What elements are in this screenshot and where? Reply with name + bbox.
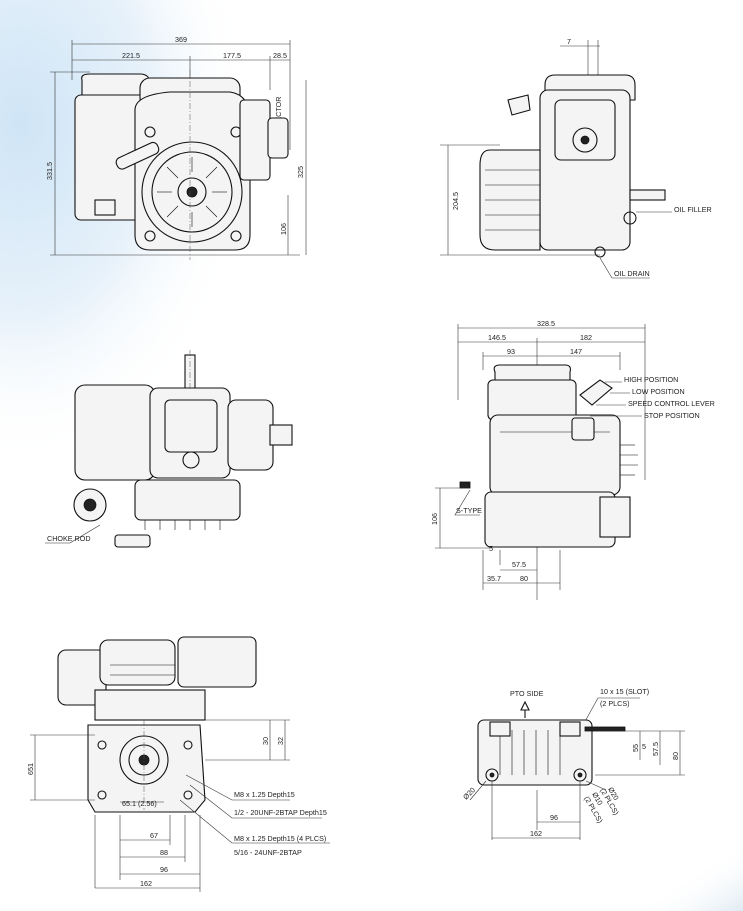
dim-pto-w67: 67 [150,831,158,840]
label-slot: 10 x 15 (SLOT) [600,687,649,696]
label-unf-half: 1/2 - 20UNF-2BTAP Depth15 [234,808,327,817]
dim-base-h55: 55 [631,744,640,752]
label-speed-control-lever: SPEED CONTROL LEVER [628,399,715,408]
label-low-position: LOW POSITION [632,387,685,396]
dim-pto-height-651: 651 [26,763,35,775]
dim-pto-d65: 65.1 (2.56) [122,799,157,808]
dim-side-height: 204.5 [451,192,460,210]
dim-base-d5: 5 [642,742,646,751]
label-slot-plcs: (2 PLCS) [600,699,630,708]
label-oil-filler: OIL FILLER [674,205,712,214]
dim-base-h57-5: 57.5 [651,742,660,756]
front-view: 369 221.5 177.5 28.5 DEFLECTOR 331.5 325… [45,35,307,260]
dim-low-height: 106 [279,223,288,235]
dim-rear-height: 106 [430,513,439,525]
dim-base-h80: 80 [671,752,680,760]
label-s-type: S-TYPE [456,506,482,515]
dim-pto-h30: 30 [261,737,270,745]
dim-rear-left-width: 146.5 [488,333,506,342]
dim-rear-base-80: 80 [520,574,528,583]
dim-mid-width: 177.5 [223,51,241,60]
dim-rear-base-35-7: 35.7 [487,574,501,583]
dim-left-width: 221.5 [122,51,140,60]
dim-mid-height: 325 [296,166,305,178]
side-view: 7 204.5 OIL FILLER OIL DRAIN [440,37,712,279]
dim-overall-width: 369 [175,35,187,44]
dim-rear-shaft-5: 5 [489,544,493,553]
dim-overall-height: 331.5 [45,162,54,180]
dim-deflector-offset: 28.5 [273,51,287,60]
dim-base-phi20-left: Ø20 [461,785,477,801]
label-m8-depth15: M8 x 1.25 Depth15 [234,790,295,799]
dim-pto-w88: 88 [160,848,168,857]
dim-top-offset: 7 [567,37,571,46]
dim-pto-w96: 96 [160,865,168,874]
dim-rear-center-a: 93 [507,347,515,356]
pto-face-view: 651 30 32 65.1 (2.56) 67 88 96 162 M8 x … [26,636,330,892]
label-unf-5-16: 5/16 - 24UNF-2BTAP [234,848,302,857]
label-oil-drain: OIL DRAIN [614,269,650,278]
dim-rear-overall-width: 328.5 [537,319,555,328]
dim-rear-right-width: 182 [580,333,592,342]
dim-rear-base-57-5: 57.5 [512,560,526,569]
dim-rear-center-b: 147 [570,347,582,356]
base-view: PTO SIDE 10 x 15 (SLOT) (2 PLCS) 5 55 57… [461,687,685,840]
label-high-position: HIGH POSITION [624,375,678,384]
label-stop-position: STOP POSITION [644,411,700,420]
dim-base-w96: 96 [550,813,558,822]
label-choke-rod: CHOKE ROD [47,534,91,543]
rear-view: 328.5 146.5 182 93 147 HIGH POSITION LOW… [430,319,715,600]
dim-pto-h32: 32 [276,737,285,745]
top-view: CHOKE ROD [45,350,293,548]
dim-pto-w162: 162 [140,879,152,888]
label-m8-4plcs: M8 x 1.25 Depth15 (4 PLCS) [234,834,326,843]
label-pto-side: PTO SIDE [510,689,544,698]
dim-base-w162: 162 [530,829,542,838]
